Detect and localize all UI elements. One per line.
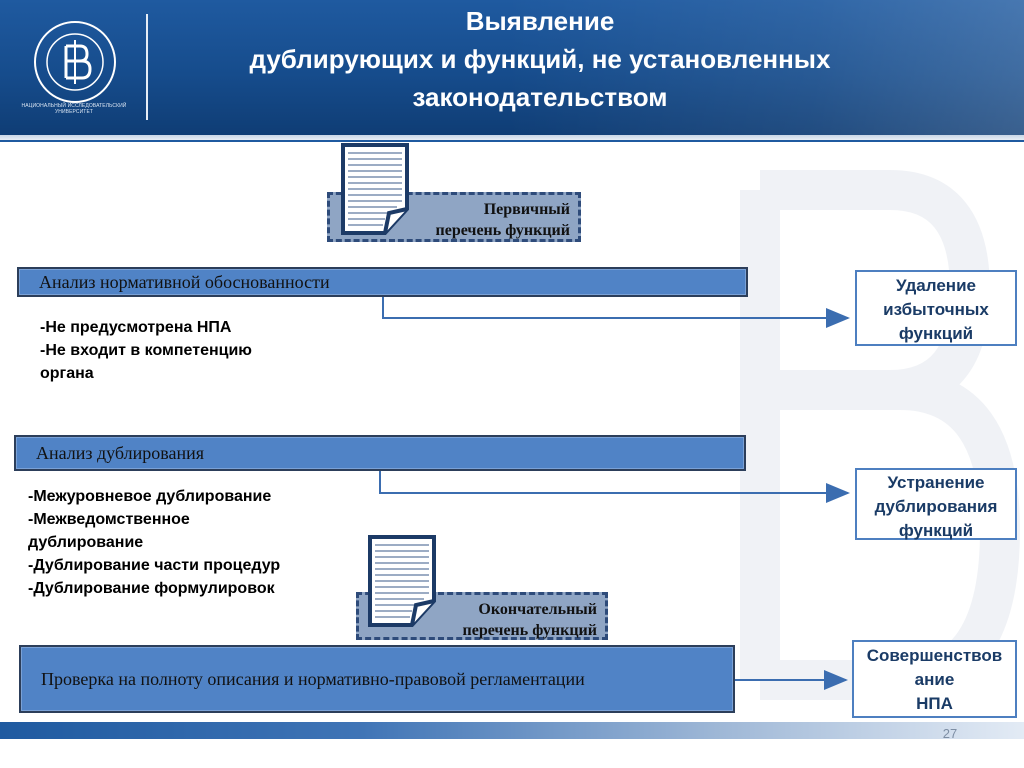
- header-shine: [504, 0, 1024, 135]
- duplication-types-list: -Межуровневое дублирование -Межведомстве…: [28, 485, 280, 600]
- logo-caption: НАЦИОНАЛЬНЫЙ ИССЛЕДОВАТЕЛЬСКИЙ УНИВЕРСИТ…: [21, 103, 127, 115]
- title-line-1: Выявление: [465, 6, 615, 36]
- arrow-to-elimination: [379, 470, 850, 503]
- header-divider: [146, 14, 148, 120]
- result-line: ание: [914, 670, 955, 689]
- university-logo-icon: [30, 12, 120, 112]
- arrow-to-removal: [382, 297, 850, 328]
- page-title: Выявление дублирующих и функций, не уста…: [180, 2, 900, 116]
- result-line: дублирования: [874, 497, 998, 516]
- header-banner: НАЦИОНАЛЬНЫЙ ИССЛЕДОВАТЕЛЬСКИЙ УНИВЕРСИТ…: [0, 0, 1024, 135]
- document-icon: [341, 143, 411, 235]
- document-icon: [368, 535, 438, 627]
- final-list-line-2: перечень функций: [462, 622, 598, 639]
- final-list-line-1: Окончательный: [478, 601, 597, 618]
- result-box-elimination: Устранение дублирования функций: [855, 468, 1017, 540]
- result-line: Устранение: [887, 473, 985, 492]
- result-box-improvement: Совершенствов ание НПА: [852, 640, 1017, 718]
- title-line-3: законодательством: [412, 82, 668, 112]
- analysis-bar-completeness: Проверка на полноту описания и нормативн…: [19, 645, 735, 713]
- primary-list-line-1: Первичный: [483, 201, 570, 218]
- list-item: органа: [40, 365, 94, 382]
- header-rule-accent: [0, 140, 1024, 142]
- header-rule: [0, 135, 1024, 140]
- list-item: -Дублирование формулировок: [28, 580, 275, 597]
- result-line: НПА: [916, 694, 953, 713]
- primary-list-line-2: перечень функций: [435, 222, 571, 239]
- normative-criteria-list: -Не предусмотрена НПА -Не входит в компе…: [40, 316, 252, 385]
- list-item: -Дублирование части процедур: [28, 557, 281, 574]
- result-line: функций: [898, 324, 974, 343]
- title-line-2: дублирующих и функций, не установленных: [249, 44, 831, 74]
- analysis-bar-duplication: Анализ дублирования: [14, 435, 746, 471]
- footer-bar: [0, 722, 1024, 739]
- list-item: -Не предусмотрена НПА: [40, 319, 232, 336]
- result-line: избыточных: [883, 300, 989, 319]
- page-number: 27: [942, 726, 958, 741]
- list-item: дублирование: [28, 534, 144, 551]
- result-line: Удаление: [896, 276, 976, 295]
- result-box-removal: Удаление избыточных функций: [855, 270, 1017, 346]
- list-item: -Не входит в компетенцию: [40, 342, 252, 359]
- result-line: Совершенствов: [866, 646, 1003, 665]
- list-item: -Межуровневое дублирование: [28, 488, 272, 505]
- analysis-bar-normative: Анализ нормативной обоснованности: [17, 267, 748, 297]
- list-item: -Межведомственное: [28, 511, 190, 528]
- result-line: функций: [898, 521, 974, 540]
